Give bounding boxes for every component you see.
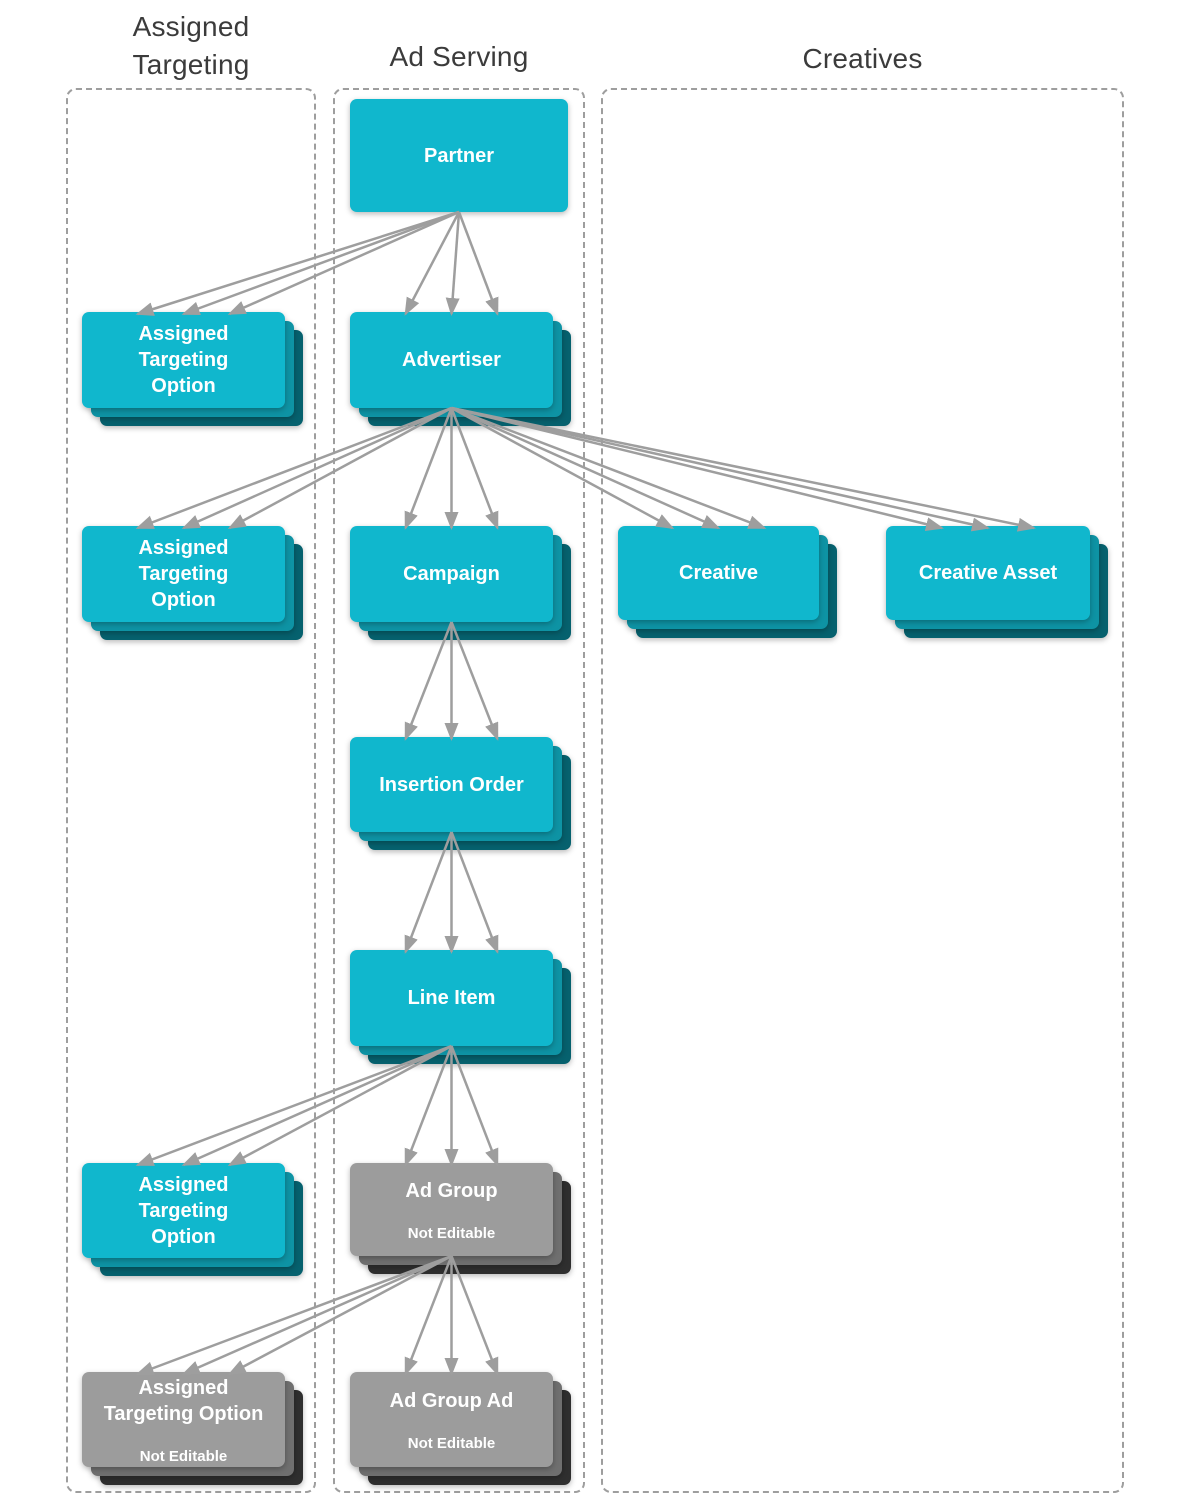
node-label: Creative Asset [918,562,1058,584]
column-header-creatives: Creatives [802,43,923,74]
node-face-creative: Creative [618,526,819,620]
node-creative: Creative [618,526,837,638]
column-frame-assigned-targeting [66,88,316,1493]
node-line-item: Line Item [350,950,571,1064]
column-frame-creatives [601,88,1124,1493]
node-face-ad-group-ad: Ad Group Ad Not Editable [350,1372,553,1467]
node-label: Assigned Targeting Option [138,1173,229,1248]
node-advertiser: Advertiser [350,312,571,426]
node-face-partner: Partner [350,99,568,212]
column-header-assigned-targeting: Assigned Targeting [132,11,250,80]
node-assigned-targeting-option-advertiser: Assigned Targeting Option [82,526,303,640]
node-label: Assigned Targeting Option [138,323,229,397]
node-sublabel: Not Editable [139,1447,228,1465]
node-face-assigned-targeting-option-partner: Assigned Targeting Option [82,312,285,408]
node-label: Campaign [403,563,500,585]
node-partner: Partner [350,99,568,212]
node-label: Creative [679,562,758,584]
node-label: Line Item [407,987,496,1009]
node-sublabel: Not Editable [407,1434,496,1452]
node-label: Advertiser [402,349,501,371]
node-face-line-item: Line Item [350,950,553,1046]
node-label: Assigned Targeting Option [138,537,229,611]
node-face-assigned-targeting-option-advertiser: Assigned Targeting Option [82,526,285,622]
node-label: Partner [423,144,495,167]
node-face-insertion-order: Insertion Order [350,737,553,832]
node-label: Assigned Targeting Option [103,1376,264,1425]
node-assigned-targeting-option-partner: Assigned Targeting Option [82,312,303,426]
node-face-assigned-targeting-option-line-item: Assigned Targeting Option [82,1163,285,1258]
node-label: Ad Group Ad [389,1389,514,1412]
node-insertion-order: Insertion Order [350,737,571,850]
node-ad-group-ad: Ad Group Ad Not Editable [350,1372,571,1485]
node-sublabel: Not Editable [407,1224,496,1242]
node-label: Insertion Order [379,773,524,796]
node-label: Ad Group [405,1179,498,1202]
column-header-ad-serving: Ad Serving [389,41,529,72]
column-frame-ad-serving [333,88,585,1493]
node-face-advertiser: Advertiser [350,312,553,408]
node-creative-asset: Creative Asset [886,526,1108,638]
node-face-creative-asset: Creative Asset [886,526,1090,620]
node-face-campaign: Campaign [350,526,553,622]
node-campaign: Campaign [350,526,571,640]
node-assigned-targeting-option-line-item: Assigned Targeting Option [82,1163,303,1276]
